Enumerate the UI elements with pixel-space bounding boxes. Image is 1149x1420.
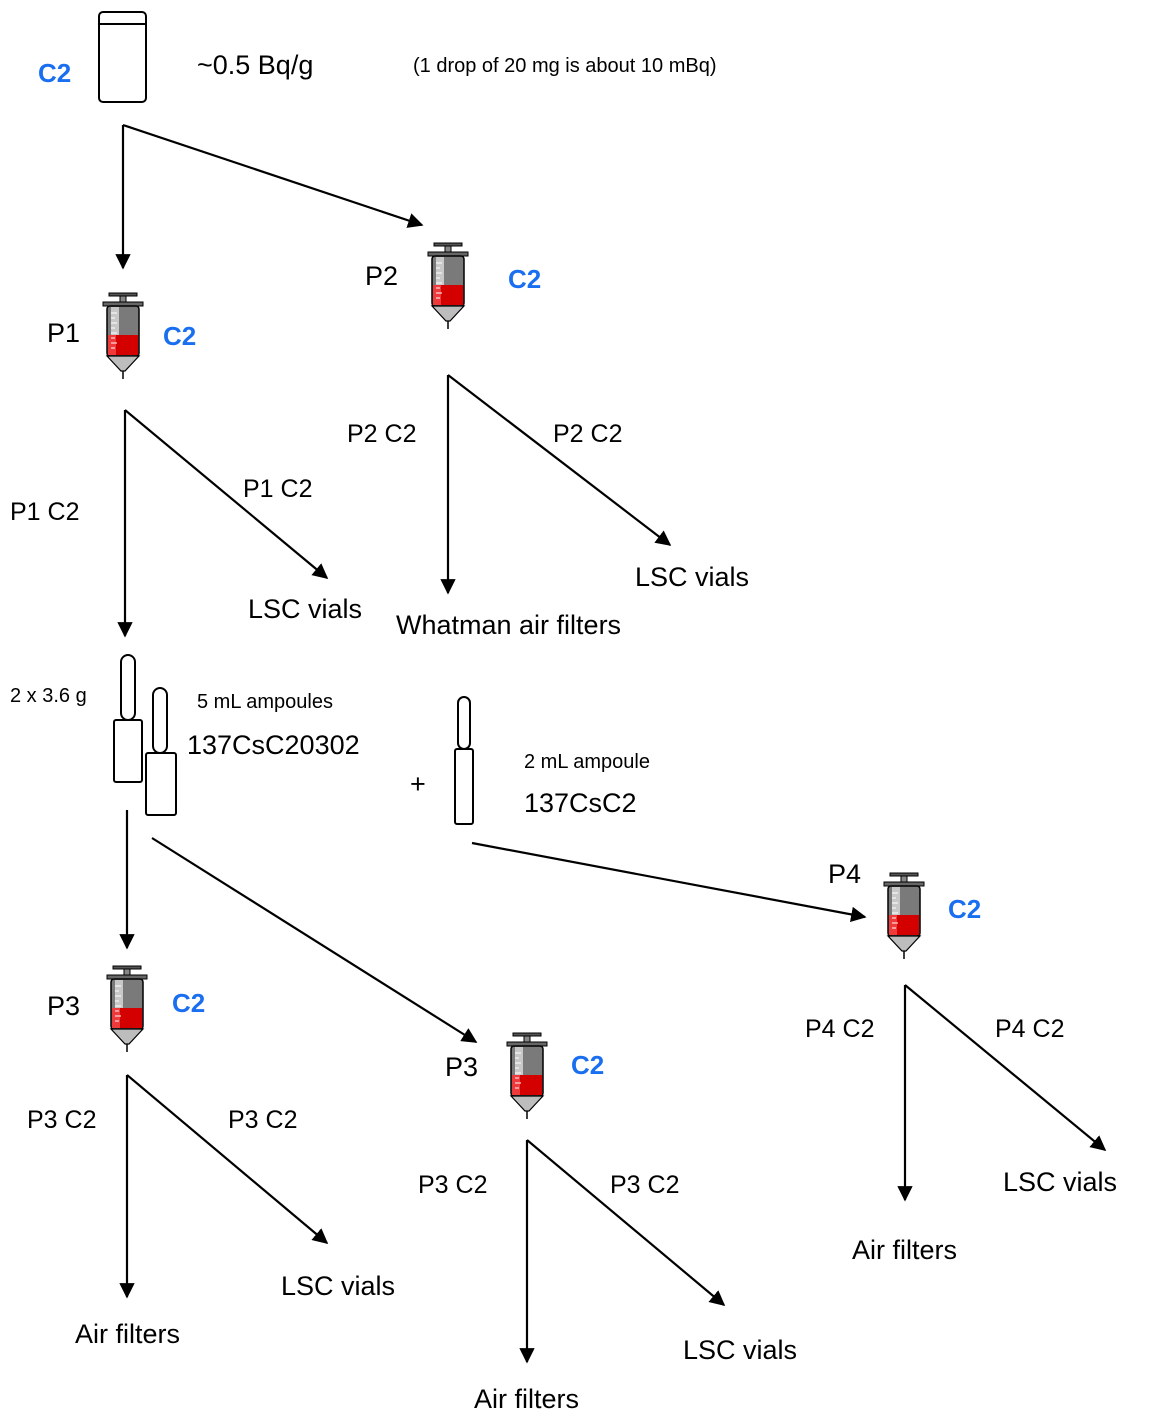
p4-lsc-vials: LSC vials xyxy=(1003,1167,1117,1197)
plus-sign: + xyxy=(410,769,426,799)
ampoule-2ml-code: 137CsC2 xyxy=(524,788,637,818)
p2-syringe-icon xyxy=(427,242,469,330)
p3a-branch-right: P3 C2 xyxy=(228,1106,297,1134)
ampoule-5ml-label: 5 mL ampoules xyxy=(197,691,333,713)
p1-branch-left: P1 C2 xyxy=(10,498,79,526)
p2-branch-right: P2 C2 xyxy=(553,420,622,448)
arrow-source-to-p2 xyxy=(122,123,424,228)
ampoule-2ml-label: 2 mL ampoule xyxy=(524,751,650,773)
p4-syringe-icon xyxy=(883,872,925,960)
p3b-c2-tag: C2 xyxy=(571,1050,604,1080)
p3a-lsc-vials: LSC vials xyxy=(281,1271,395,1301)
p1-c2-tag: C2 xyxy=(163,321,196,351)
arrow-ampoule-to-p3b xyxy=(151,837,478,1043)
p3b-branch-right: P3 C2 xyxy=(610,1171,679,1199)
p3b-label: P3 xyxy=(445,1052,478,1082)
p3b-syringe-icon xyxy=(506,1032,548,1120)
p3a-c2-tag: C2 xyxy=(172,988,205,1018)
p3a-branch-left: P3 C2 xyxy=(27,1106,96,1134)
p3b-air-filters: Air filters xyxy=(474,1384,579,1414)
source-c2-label: C2 xyxy=(38,58,71,88)
p1-label: P1 xyxy=(47,318,80,348)
p4-label: P4 xyxy=(828,859,861,889)
p1-syringe-icon xyxy=(102,292,144,380)
ampoule-2ml-icon xyxy=(454,696,474,825)
p2-label: P2 xyxy=(365,261,398,291)
p1-branch-right: P1 C2 xyxy=(243,475,312,503)
arrow-p1-to-lsc xyxy=(124,409,329,579)
p3b-branch-left: P3 C2 xyxy=(418,1171,487,1199)
ampoule-5ml-icon xyxy=(113,654,177,816)
arrow-p3a-to-lsc xyxy=(126,1074,329,1244)
source-bottle xyxy=(98,11,147,103)
p2-lsc-vials: LSC vials xyxy=(635,562,749,592)
ampoule-mass: 2 x 3.6 g xyxy=(10,685,87,707)
arrow-ampoule-to-p4 xyxy=(471,841,867,923)
p4-branch-right: P4 C2 xyxy=(995,1015,1064,1043)
p4-branch-left: P4 C2 xyxy=(805,1015,874,1043)
source-activity: ~0.5 Bq/g xyxy=(197,50,313,80)
source-note: (1 drop of 20 mg is about 10 mBq) xyxy=(413,55,717,77)
p2-whatman-filters: Whatman air filters xyxy=(396,610,621,640)
arrow-p3b-to-lsc xyxy=(526,1139,726,1306)
p3a-label: P3 xyxy=(47,991,80,1021)
p3b-lsc-vials: LSC vials xyxy=(683,1335,797,1365)
p4-air-filters: Air filters xyxy=(852,1235,957,1265)
ampoule-5ml-code: 137CsC20302 xyxy=(187,730,360,760)
p1-lsc-vials: LSC vials xyxy=(248,594,362,624)
p4-c2-tag: C2 xyxy=(948,894,981,924)
p3a-syringe-icon xyxy=(106,965,148,1053)
arrow-p4-to-lsc xyxy=(904,984,1107,1151)
p2-branch-left: P2 C2 xyxy=(347,420,416,448)
p2-c2-tag: C2 xyxy=(508,264,541,294)
arrow-p2-to-lsc xyxy=(447,374,672,546)
p3a-air-filters: Air filters xyxy=(75,1319,180,1349)
